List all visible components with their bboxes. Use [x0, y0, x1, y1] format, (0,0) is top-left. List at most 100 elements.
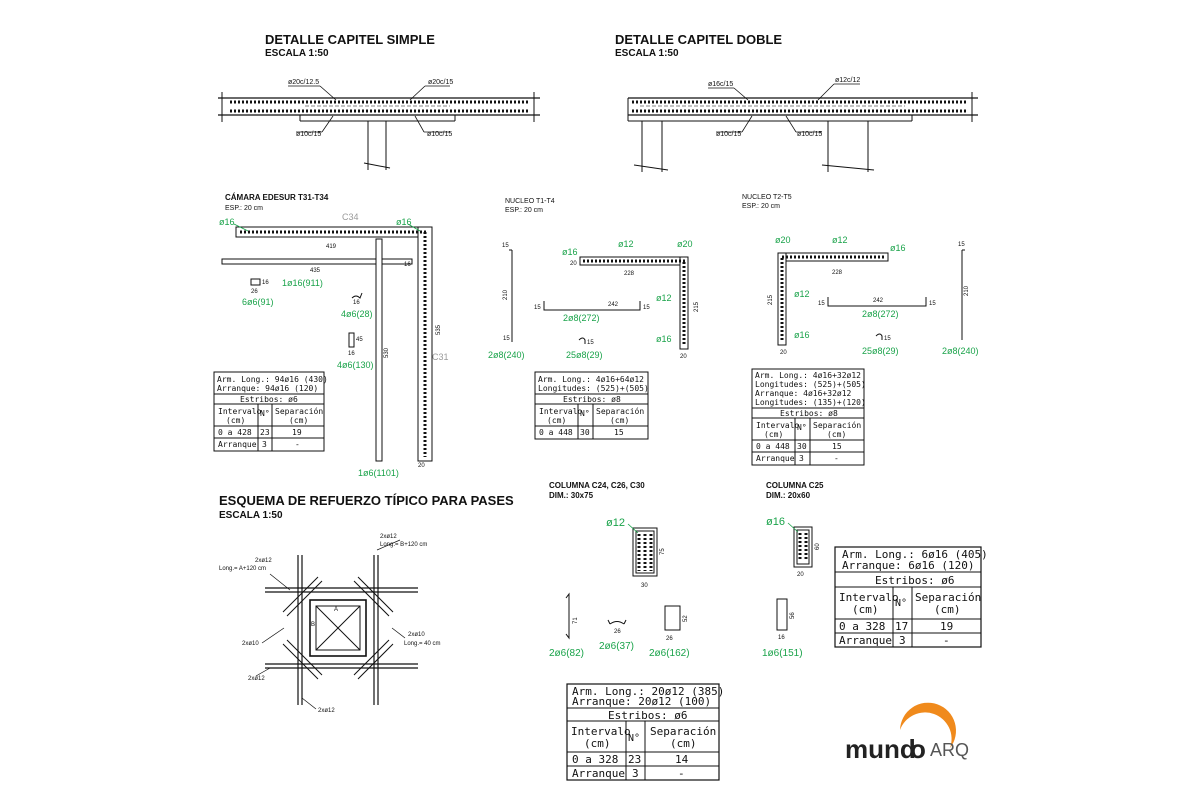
nucleo-t1-dim-20: 20 [570, 261, 577, 267]
nucleo-t2-table-r2-c1: Arranque [756, 454, 795, 463]
camara-table-h-n: N° [260, 409, 270, 418]
nucleo-t1-table-r1-c2: 30 [580, 428, 590, 437]
camara-schedule-table: Arm. Long.: 94ø16 (430) Arranque: 94ø16 … [213, 371, 328, 452]
nucleo-t2-table-estribos: Estribos: ø8 [780, 409, 838, 418]
columna-c25-table-r1-c2: 17 [895, 620, 908, 633]
nucleo-t1-table-h-sep: Separación [596, 406, 644, 416]
camara-d16-right: ø16 [396, 217, 412, 227]
esquema-a: A [334, 607, 338, 613]
columna-c24-dim-26b: 26 [666, 636, 673, 642]
columna-c24-dim: DIM.: 30x75 [549, 491, 594, 500]
nucleo-t2-table-r1-c1: 0 a 448 [756, 442, 790, 451]
capitel-simple-label-1: ø20c/12.5 [288, 79, 319, 86]
columna-c25-dim-16: 16 [778, 635, 785, 641]
columna-c24-table-h-interval: Intervalo [571, 725, 631, 738]
nucleo-t1-bar-3: 25ø8(29) [566, 350, 603, 360]
nucleo-t1-dim-15d: 15 [643, 305, 650, 311]
esquema-label-3: 2xø10 [242, 641, 259, 647]
capitel-doble-title: DETALLE CAPITEL DOBLE [615, 32, 782, 47]
nucleo-t1-table-h-cm1: (cm) [547, 416, 566, 425]
nucleo-t2-table-r1-c3: 15 [832, 442, 842, 451]
nucleo-t1-d12a: ø12 [618, 239, 634, 249]
nucleo-t2-esp: ESP.: 20 cm [742, 203, 780, 210]
columna-c25-table-h-interval: Intervalo [839, 591, 899, 604]
columna-c24-dim-30: 30 [641, 583, 648, 589]
nucleo-t1-d16: ø16 [562, 247, 578, 257]
esquema-scale: ESCALA 1:50 [219, 510, 283, 521]
columna-c24-detail: COLUMNA C24, C26, C30 DIM.: 30x75 ø12 75… [549, 481, 724, 781]
columna-c25-table-r1-c1: 0 a 328 [839, 620, 885, 633]
camara-bar-5: 1ø6(1101) [358, 468, 399, 478]
camara-table-h-sep: Separación [275, 406, 323, 416]
columna-c25-table-h-sep: Separación [915, 591, 981, 604]
columna-c25-table-line-1: Arm. Long.: 6ø16 (405) [842, 548, 988, 561]
camara-table-r1-c3: 19 [292, 428, 302, 437]
nucleo-t1-d20: ø20 [677, 239, 693, 249]
camara-table-r1-c2: 23 [260, 428, 270, 437]
nucleo-t2-dim-15c: 15 [929, 301, 936, 307]
columna-c25-dim-56: 56 [790, 612, 796, 619]
nucleo-t1-title: NUCLEO T1-T4 [505, 198, 555, 205]
logo-text-o: o [910, 734, 926, 764]
columna-c24-title: COLUMNA C24, C26, C30 [549, 481, 645, 490]
camara-dim-45: 45 [356, 337, 363, 343]
nucleo-t2-dim-20: 20 [780, 350, 787, 356]
columna-c25-dim: DIM.: 20x60 [766, 491, 811, 500]
logo-text-arq: ARQ [930, 740, 969, 760]
camara-dim-16d: 16 [348, 351, 355, 357]
columna-c25-table-r2-c1: Arranque [839, 634, 892, 647]
esquema-label-1b: Long.= B+120 cm [380, 542, 427, 548]
esquema-refuerzo-detail: ESQUEMA DE REFUERZO TÍPICO PARA PASES ES… [219, 493, 514, 714]
camara-dim-16b: 16 [262, 280, 269, 286]
camara-dim-419: 419 [326, 244, 337, 250]
columna-c24-table-r1-c3: 14 [675, 753, 689, 766]
camara-dim-530: 530 [384, 347, 390, 358]
camara-dim-20: 20 [418, 463, 425, 469]
columna-c24-bar-2: 2ø6(37) [599, 641, 634, 652]
esquema-b: B [311, 622, 315, 628]
columna-c25-detail: COLUMNA C25 DIM.: 20x60 ø16 60 20 56 16 … [762, 481, 988, 659]
columna-c24-table-h-cm2: (cm) [670, 737, 697, 750]
columna-c25-bar-1: 1ø6(151) [762, 648, 803, 659]
nucleo-t1-table-h-cm2: (cm) [610, 416, 629, 425]
nucleo-t2-title: NUCLEO T2-T5 [742, 194, 792, 201]
columna-c24-table-line-2: Arranque: 20ø12 (100) [572, 695, 711, 708]
columna-c24-dim-75: 75 [660, 548, 666, 555]
nucleo-t1-dim-242: 242 [608, 302, 619, 308]
columna-c25-table-h-n: N° [895, 598, 907, 609]
camara-table-r1-c1: 0 a 428 [218, 428, 252, 437]
camara-dim-16: 16 [404, 262, 411, 268]
nucleo-t1-table-r1-c3: 15 [614, 428, 624, 437]
nucleo-t2-d20: ø20 [775, 235, 791, 245]
camara-dim-26: 26 [251, 289, 258, 295]
camara-dim-435: 435 [310, 268, 321, 274]
camara-title: CÁMARA EDESUR T31-T34 [225, 193, 329, 202]
columna-c24-bar-3: 2ø6(162) [649, 648, 690, 659]
nucleo-t1-dim-210: 210 [503, 289, 509, 300]
columna-c24-table-r2-c2: 3 [632, 767, 639, 780]
esquema-title: ESQUEMA DE REFUERZO TÍPICO PARA PASES [219, 493, 514, 508]
mundoarq-logo: mund o ARQ [845, 702, 969, 764]
nucleo-t2-dim-15b: 15 [818, 301, 825, 307]
camara-table-line-2: Arranque: 94ø16 (120) [217, 384, 318, 393]
nucleo-t2-dim-242: 242 [873, 298, 884, 304]
columna-c24-bar-1: 2ø6(82) [549, 648, 584, 659]
columna-c25-table-r2-c3: - [943, 634, 950, 647]
camara-bar-2: 6ø6(91) [242, 297, 274, 307]
columna-c25-dim-20: 20 [797, 572, 804, 578]
camara-edesur-detail: CÁMARA EDESUR T31-T34 ESP.: 20 cm C34 ø1… [213, 193, 449, 478]
nucleo-t2-table-r1-c2: 30 [797, 442, 807, 451]
nucleo-t1-table-h-interval: Intervalo [539, 407, 583, 416]
capitel-simple-label-3: ø10c/15 [296, 131, 321, 138]
camara-table-r2-c2: 3 [262, 440, 267, 449]
esquema-label-4b: Long.= 40 cm [404, 641, 441, 647]
nucleo-t2-table-r2-c2: 3 [799, 454, 804, 463]
nucleo-t2-bar-1: 2ø8(272) [862, 309, 899, 319]
capitel-simple-label-4: ø10c/15 [427, 131, 452, 138]
columna-c25-table-estribos: Estribos: ø6 [875, 574, 954, 587]
columna-c24-table-r2-c1: Arranque [572, 767, 625, 780]
columna-c25-table-h-cm1: (cm) [852, 603, 879, 616]
columna-c24-table-h-n: N° [628, 733, 640, 744]
columna-c24-dim-52: 52 [683, 615, 689, 622]
nucleo-t2-d16b: ø16 [794, 330, 810, 340]
